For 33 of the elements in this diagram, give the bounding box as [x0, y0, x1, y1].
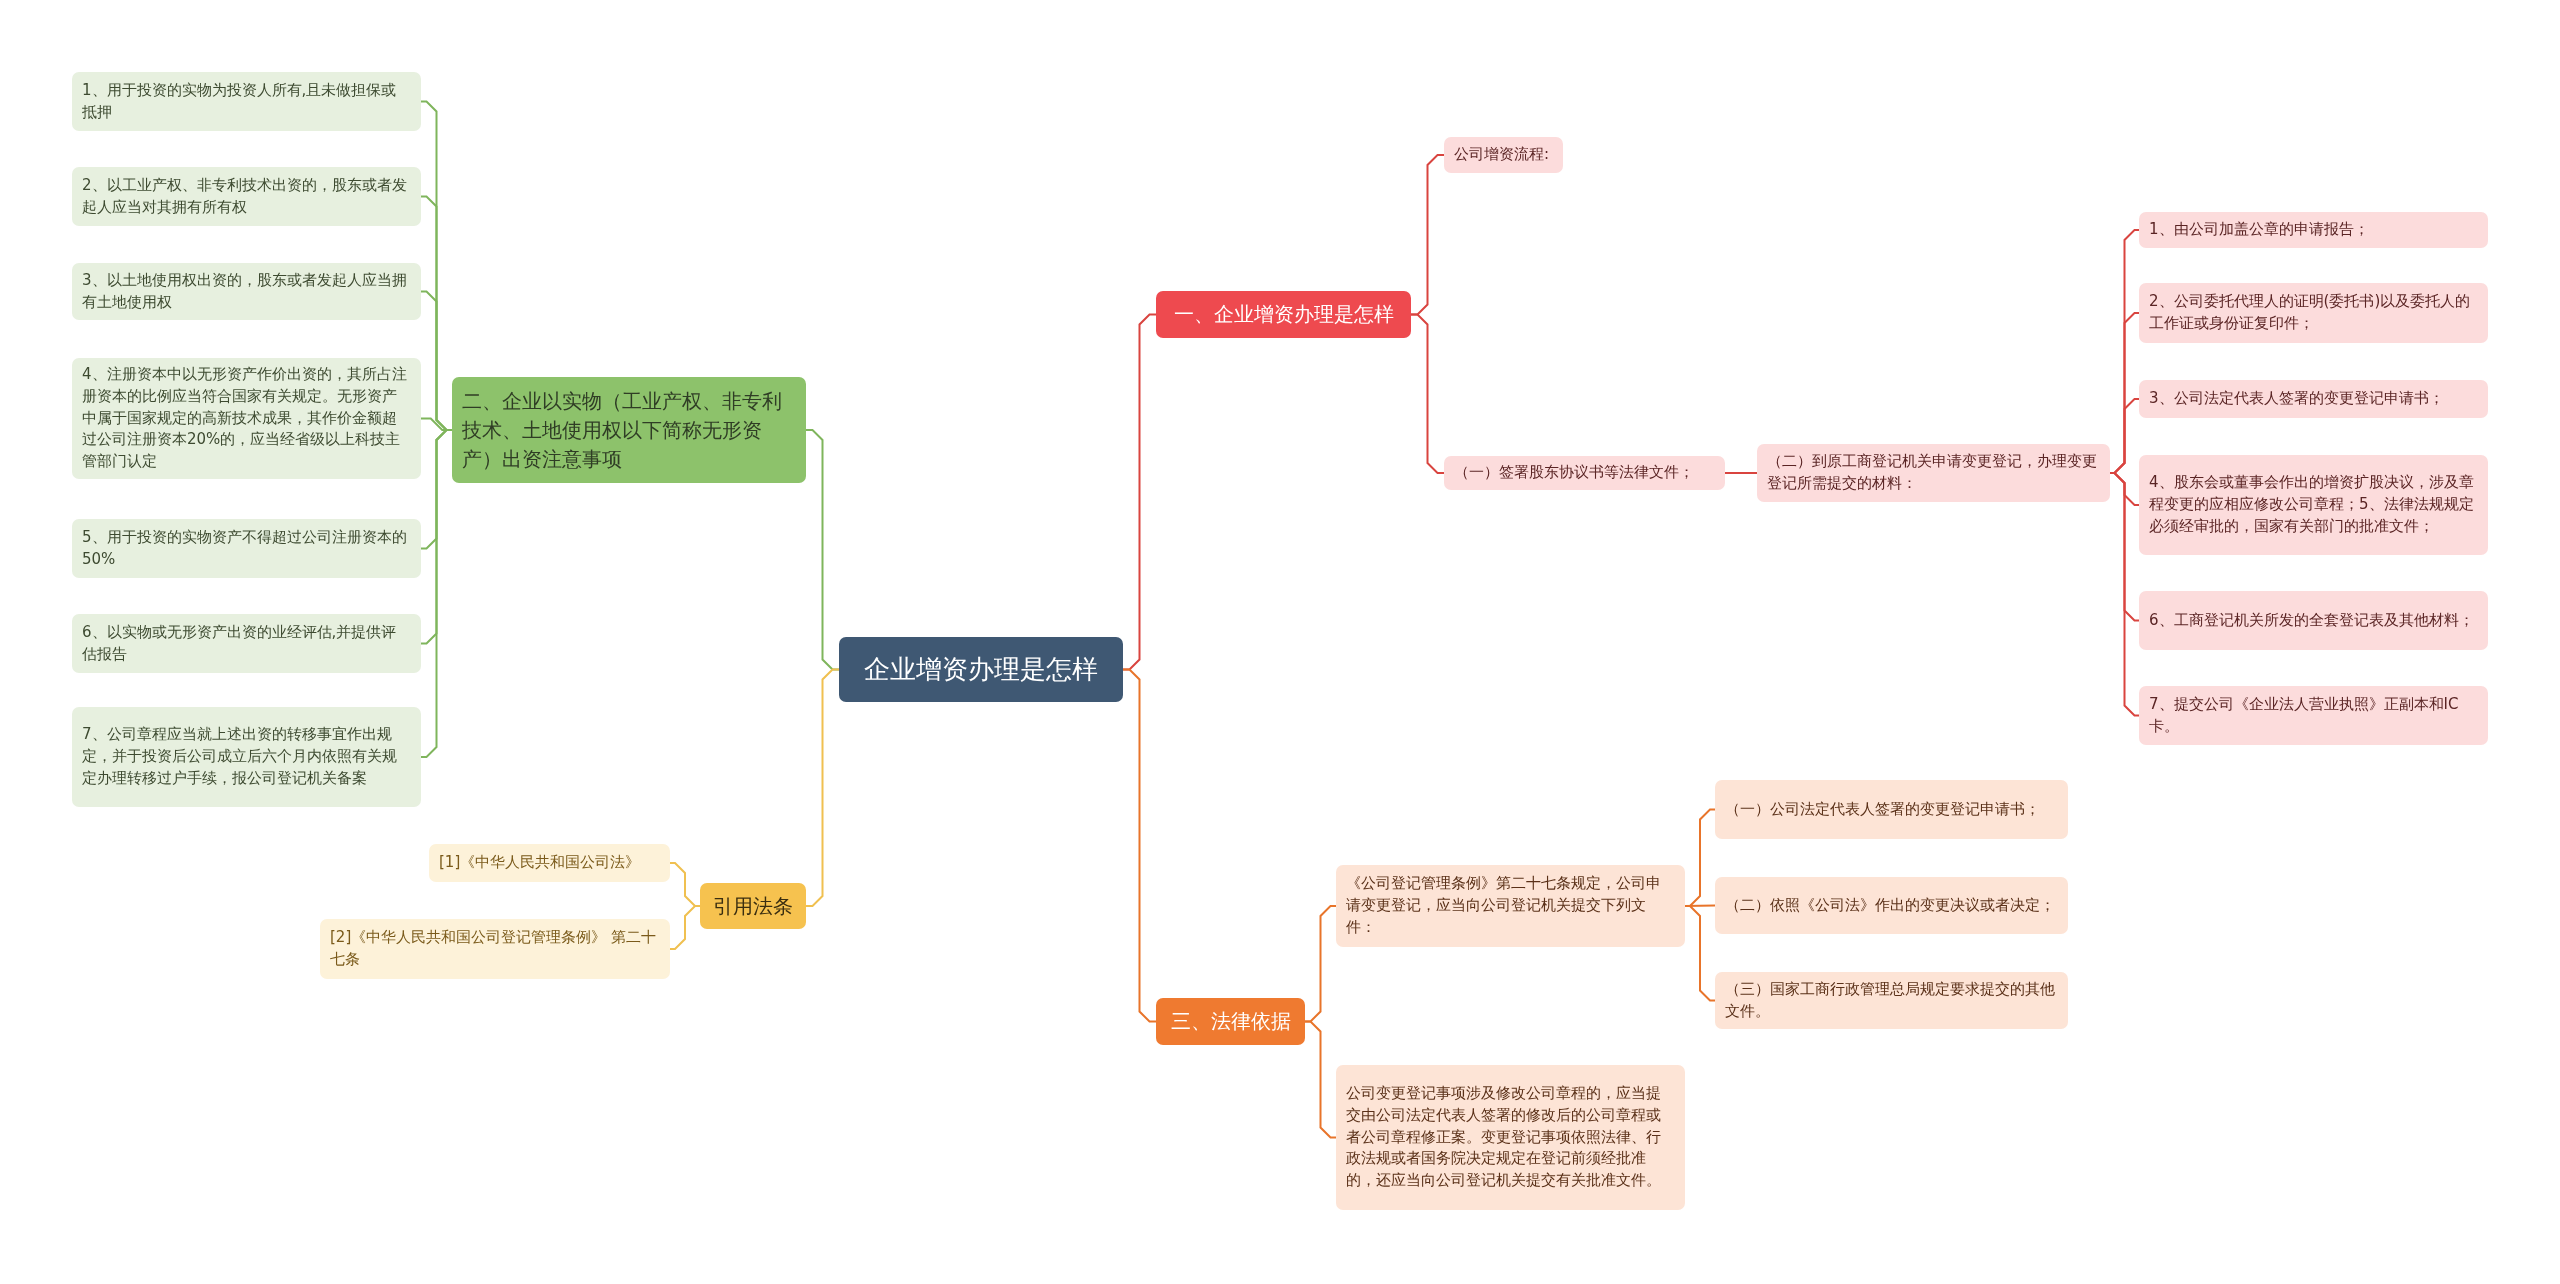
branch-topic: 二、企业以实物（工业产权、非专利技术、土地使用权以下简称无形资产）出资注意事项: [452, 377, 806, 483]
subtopic: 5、用于投资的实物资产不得超过公司注册资本的50%: [72, 519, 421, 578]
subtopic: [1]《中华人民共和国公司法》: [429, 844, 670, 882]
subtopic: 4、股东会或董事会作出的增资扩股决议，涉及章程变更的应相应修改公司章程；5、法律法规规定必须经审批的，国家有关部门的批准文件；: [2139, 455, 2488, 555]
subtopic: 6、工商登记机关所发的全套登记表及其他材料；: [2139, 591, 2488, 650]
subtopic: （三）国家工商行政管理总局规定要求提交的其他文件。: [1715, 972, 2068, 1029]
subtopic: 1、由公司加盖公章的申请报告；: [2139, 212, 2488, 248]
connector-line: [1304, 1020, 1337, 1139]
connector-line: [1122, 668, 1157, 1023]
subtopic: 2、公司委托代理人的证明(委托书)以及委托人的工作证或身份证复印件；: [2139, 283, 2488, 343]
subtopic: （二）到原工商登记机关申请变更登记，办理变更登记所需提交的材料：: [1757, 444, 2110, 502]
subtopic: 7、公司章程应当就上述出资的转移事宜作出规定，并于投资后公司成立后六个月内依照有关规定办理转移过户手续，报公司登记机关备案: [72, 707, 421, 807]
subtopic: 3、以土地使用权出资的，股东或者发起人应当拥有土地使用权: [72, 263, 421, 320]
subtopic: 3、公司法定代表人签署的变更登记申请书；: [2139, 380, 2488, 418]
branch-topic: 引用法条: [700, 883, 806, 929]
subtopic: （一）公司法定代表人签署的变更登记申请书；: [1715, 780, 2068, 839]
subtopic: 公司增资流程:: [1444, 137, 1563, 173]
subtopic: 公司变更登记事项涉及修改公司章程的，应当提交由公司法定代表人签署的修改后的公司章程或者公司章程修正案。变更登记事项依照法律、行政法规或者国务院决定规定在登记前须经批准的，还应当向公司登记机关提交有关批准文件。: [1336, 1065, 1685, 1210]
connector-line: [805, 668, 840, 907]
branch-topic: 一、企业增资办理是怎样: [1156, 291, 1411, 338]
subtopic: （一）签署股东协议书等法律文件；: [1444, 456, 1725, 490]
subtopic: （二）依照《公司法》作出的变更决议或者决定；: [1715, 877, 2068, 934]
subtopic: 2、以工业产权、非专利技术出资的，股东或者发起人应当对其拥有所有权: [72, 167, 421, 226]
subtopic: 6、以实物或无形资产出资的业经评估,并提供评估报告: [72, 614, 421, 673]
connector-line: [1724, 472, 1758, 474]
subtopic: 1、用于投资的实物为投资人所有,且未做担保或抵押: [72, 72, 421, 131]
subtopic: 《公司登记管理条例》第二十七条规定，公司申请变更登记，应当向公司登记机关提交下列文件：: [1336, 865, 1685, 947]
branch-topic: 三、法律依据: [1156, 998, 1305, 1045]
subtopic: 4、注册资本中以无形资产作价出资的，其所占注册资本的比例应当符合国家有关规定。无形资产中属于国家规定的高新技术成果，其作价金额超过公司注册资本20%的，应当经省级以上科技主管部门认定: [72, 358, 421, 479]
connector-line: [1410, 313, 1445, 474]
central-topic: 企业增资办理是怎样: [839, 637, 1123, 702]
subtopic: [2]《中华人民共和国公司登记管理条例》 第二十七条: [320, 919, 670, 979]
subtopic: 7、提交公司《企业法人营业执照》正副本和IC卡。: [2139, 686, 2488, 745]
